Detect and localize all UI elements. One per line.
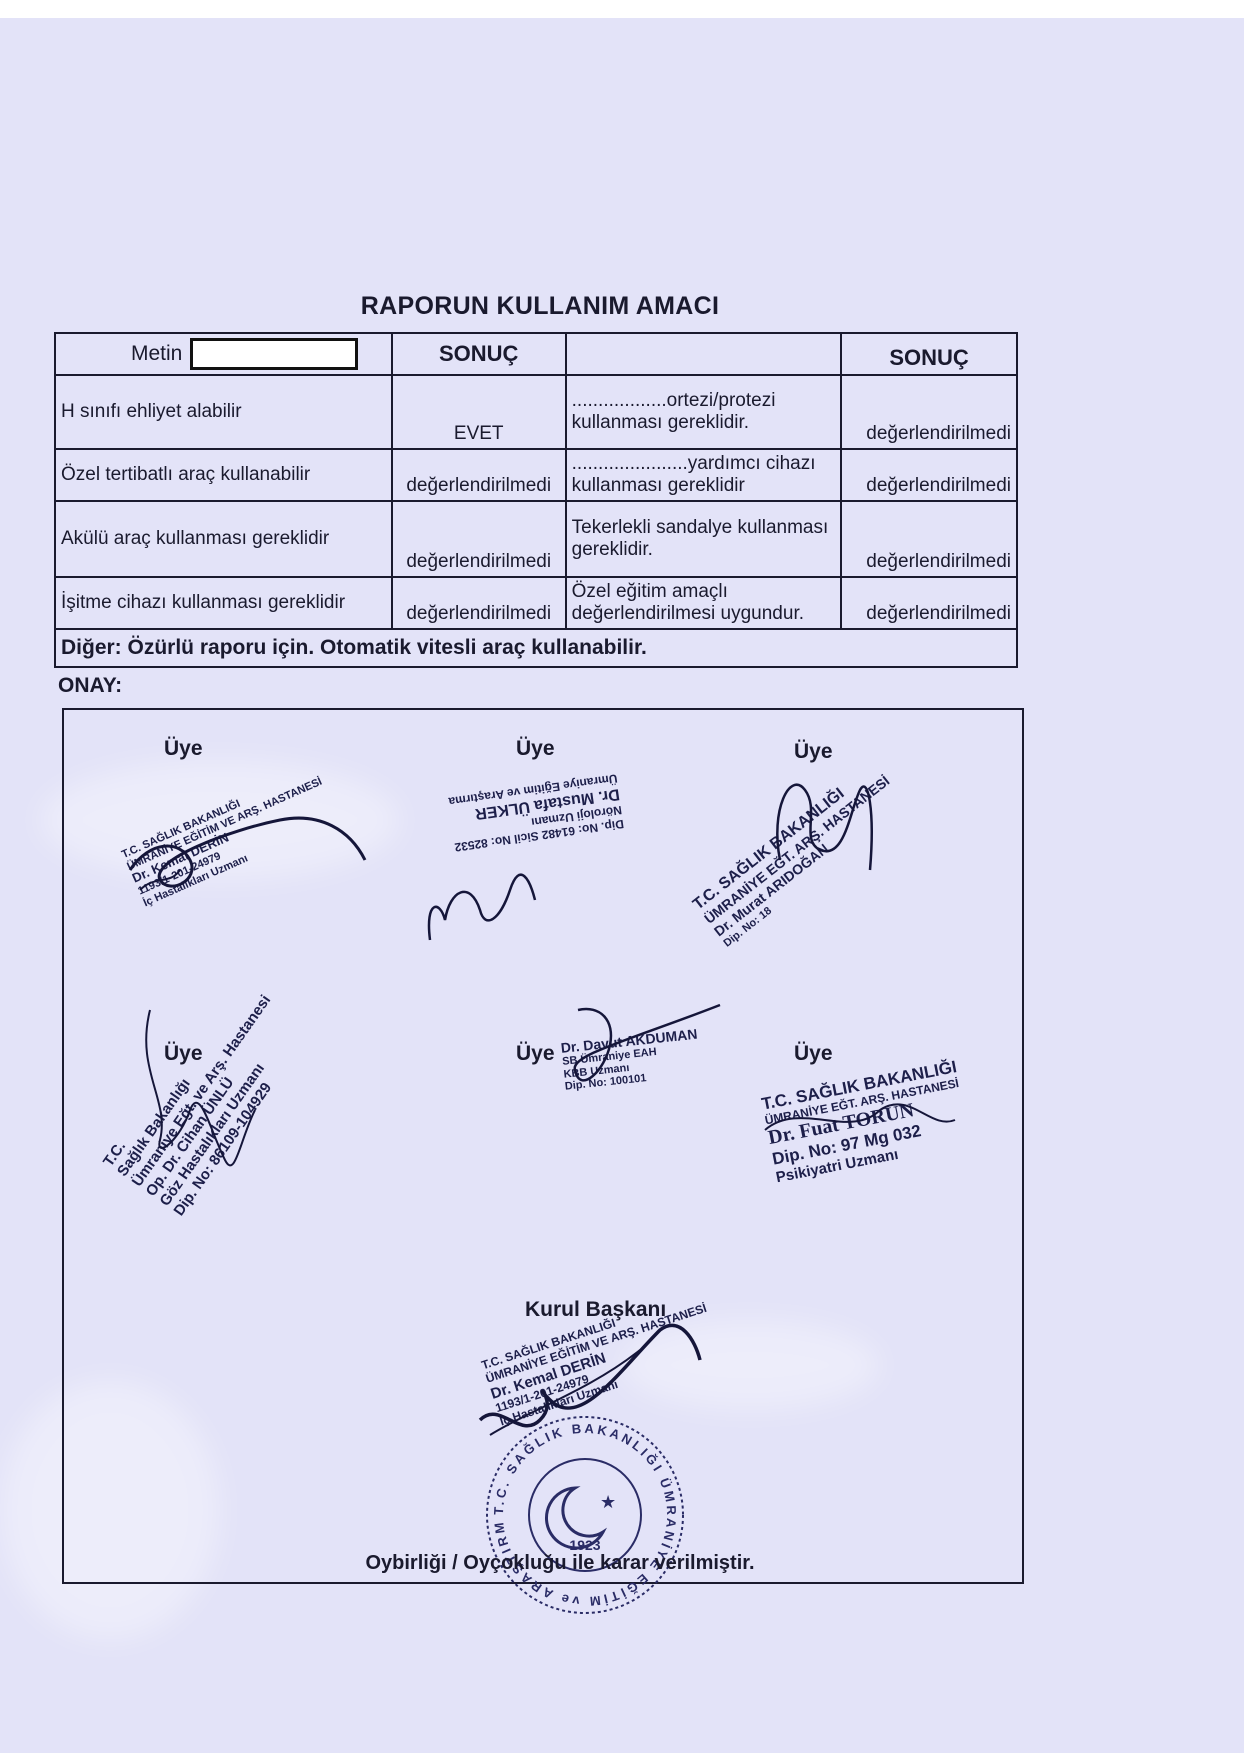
decision-note: Oybirliği / Oyçokluğu ile karar verilmiş… <box>365 1552 755 1574</box>
other-row: Diğer: Özürlü raporu için. Otomatik vite… <box>54 628 1018 668</box>
signature <box>427 873 537 941</box>
table-row: H sınıfı ehliyet alabilir EVET .........… <box>54 374 1018 450</box>
row-left-text: Akülü araç kullanması gereklidir <box>54 500 393 578</box>
approval-box <box>62 708 1024 1584</box>
member-label: Üye <box>516 1042 555 1065</box>
signature <box>573 1003 721 1082</box>
table-header-row: Metin SONUÇ SONUÇ <box>54 332 1018 376</box>
report-usage-table: Metin SONUÇ SONUÇ H sınıfı ehliyet alabi… <box>54 332 1018 668</box>
redaction-box <box>190 338 359 370</box>
row-right-result: değerlendirilmedi <box>840 448 1018 502</box>
metin-label: Metin <box>131 341 183 365</box>
row-left-text: İşitme cihazı kullanması gereklidir <box>54 576 393 630</box>
scan-top-edge <box>0 0 1244 18</box>
row-right-result: değerlendirilmedi <box>840 500 1018 578</box>
row-right-text: Özel eğitim amaçlı değerlendirilmesi uyg… <box>564 576 843 630</box>
scan-smudge <box>40 760 400 880</box>
seal-year: 1923 <box>569 1537 600 1553</box>
member-label: Üye <box>164 737 203 760</box>
table-row: İşitme cihazı kullanması gereklidir değe… <box>54 576 1018 630</box>
signature <box>776 783 873 871</box>
signature <box>478 1323 702 1436</box>
chair-label: Kurul Başkanı <box>525 1298 667 1321</box>
member-label: Üye <box>164 1042 203 1065</box>
member-label: Üye <box>794 740 833 763</box>
table-row: Özel tertibatlı araç kullanabilir değerl… <box>54 448 1018 502</box>
row-left-result: değerlendirilmedi <box>390 448 567 502</box>
svg-text:★: ★ <box>600 1492 616 1513</box>
metin-header-cell: Metin <box>54 332 393 376</box>
approval-label: ONAY: <box>58 674 123 697</box>
page-title: RAPORUN KULLANIM AMACI <box>360 292 720 320</box>
table-row: Akülü araç kullanması gereklidir değerle… <box>54 500 1018 578</box>
official-seal: T.C. SAĞLIK BAKANLIĞI ÜMRANİYE EĞİTİM ve… <box>480 1410 684 1614</box>
empty-header-cell <box>564 332 843 376</box>
row-right-text: ..................ortezi/protezi kullanm… <box>564 374 843 450</box>
other-note: Diğer: Özürlü raporu için. Otomatik vite… <box>54 628 1018 668</box>
signature <box>128 816 367 891</box>
member-label: Üye <box>516 737 555 760</box>
row-left-text: Özel tertibatlı araç kullanabilir <box>54 448 393 502</box>
row-left-result: EVET <box>390 374 567 450</box>
scan-smudge <box>620 1320 880 1410</box>
signature <box>764 1103 956 1131</box>
row-right-text: Tekerlekli sandalye kullanması gereklidi… <box>564 500 843 578</box>
member-label: Üye <box>794 1042 833 1065</box>
row-right-result: değerlendirilmedi <box>840 374 1018 450</box>
right-result-header: SONUÇ <box>840 332 1018 376</box>
row-right-result: değerlendirilmedi <box>840 576 1018 630</box>
row-left-result: değerlendirilmedi <box>390 576 567 630</box>
row-left-text: H sınıfı ehliyet alabilir <box>54 374 393 450</box>
row-left-result: değerlendirilmedi <box>390 500 567 578</box>
result-header: SONUÇ <box>390 332 567 376</box>
signature <box>145 1009 256 1167</box>
row-right-text: ......................yardımcı cihazı ku… <box>564 448 843 502</box>
scan-smudge <box>0 1380 220 1640</box>
